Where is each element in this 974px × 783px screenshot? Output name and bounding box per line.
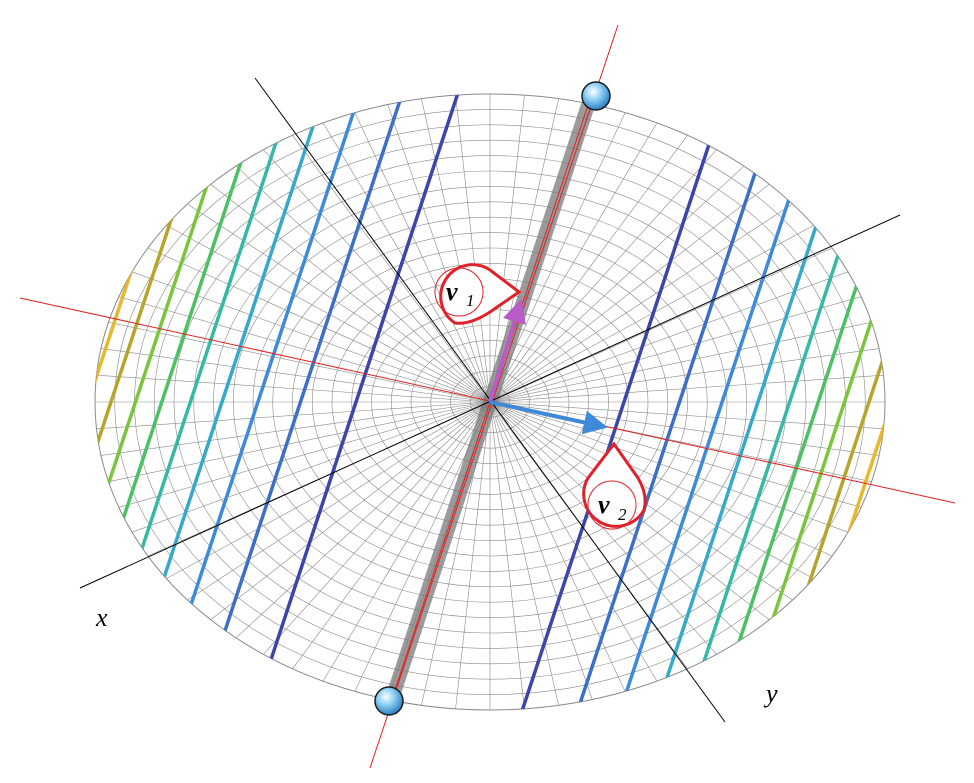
v1-label: v [446,277,458,306]
grid-spoke [96,401,491,430]
grid-spoke [489,95,525,403]
grid-spoke [489,401,862,508]
contour-line-left [95,94,325,710]
contour-line-left [95,94,270,710]
contour-line-left [95,94,356,710]
contour-line-right [624,94,885,710]
contour-line-right [490,94,758,710]
grid-spoke [354,112,491,403]
red-axis-2 [369,24,619,769]
contour-line-left [95,94,296,710]
grid-spoke [108,401,491,483]
contour-line-right [655,94,885,710]
grid-spoke [100,348,491,403]
grid-spoke [210,183,491,403]
v2-subscript: 2 [618,505,627,524]
grid-spoke [100,401,491,456]
v2-callout: v 2 [582,441,647,530]
sphere-top [581,81,611,111]
grid-spoke [235,401,491,639]
grid-spoke [489,321,872,403]
y-axis-label: y [763,679,778,708]
grid-spoke [118,401,491,508]
v2-label: v [598,490,610,519]
grid-spoke [489,401,559,706]
grid-spoke [489,374,884,403]
grid-spoke [421,98,491,403]
grid-spoke [489,401,717,655]
grid-spoke [455,401,491,709]
grid-spoke [489,122,658,403]
grid-spoke [489,135,688,403]
grid-spoke [489,203,793,403]
grid-spoke [235,165,491,403]
contour-line-right [735,94,885,710]
v1-arrow [488,298,526,403]
grid-spoke [489,296,862,403]
grid-spoke [489,247,833,403]
grid-spoke [118,296,491,403]
grid-spoke [187,203,491,403]
sphere-bottom [374,686,404,716]
grid-spoke [489,149,717,403]
grid-spoke [489,401,880,456]
grid-spoke [489,401,626,692]
red-axis-1 [19,297,956,504]
x-axis-label: x [95,603,108,632]
grid-spoke [489,271,849,403]
v1-callout: v 1 [434,263,522,325]
grid-spoke [210,401,491,621]
grid-spoke [489,348,880,403]
grid-spoke [131,271,491,403]
contour-line-left [95,94,245,710]
grid-spoke [489,401,849,533]
v1-subscript: 1 [466,291,475,310]
contour-line-right [710,94,885,710]
v2-arrow [489,400,608,435]
grid-spoke [292,135,491,403]
grid-spoke [489,401,593,700]
contour-line-left [166,94,435,710]
grid-spoke [489,401,525,709]
grid-spoke [96,374,491,403]
grid-spoke [263,149,491,403]
grid-spoke [489,401,658,682]
grid-spoke [489,165,745,403]
grid-spoke [489,183,770,403]
grid-spoke [489,401,884,430]
grid-spoke [322,122,491,403]
grid-spoke [455,95,491,403]
grid-spoke [387,104,491,403]
contour-line-left [95,94,222,710]
contour-line-left [222,94,490,710]
grid-spoke [187,401,491,601]
grid-spoke [322,401,491,682]
grid-spoke [108,321,491,403]
grid-spoke [263,401,491,655]
grid-spoke [131,401,491,533]
grid-spoke [292,401,491,669]
